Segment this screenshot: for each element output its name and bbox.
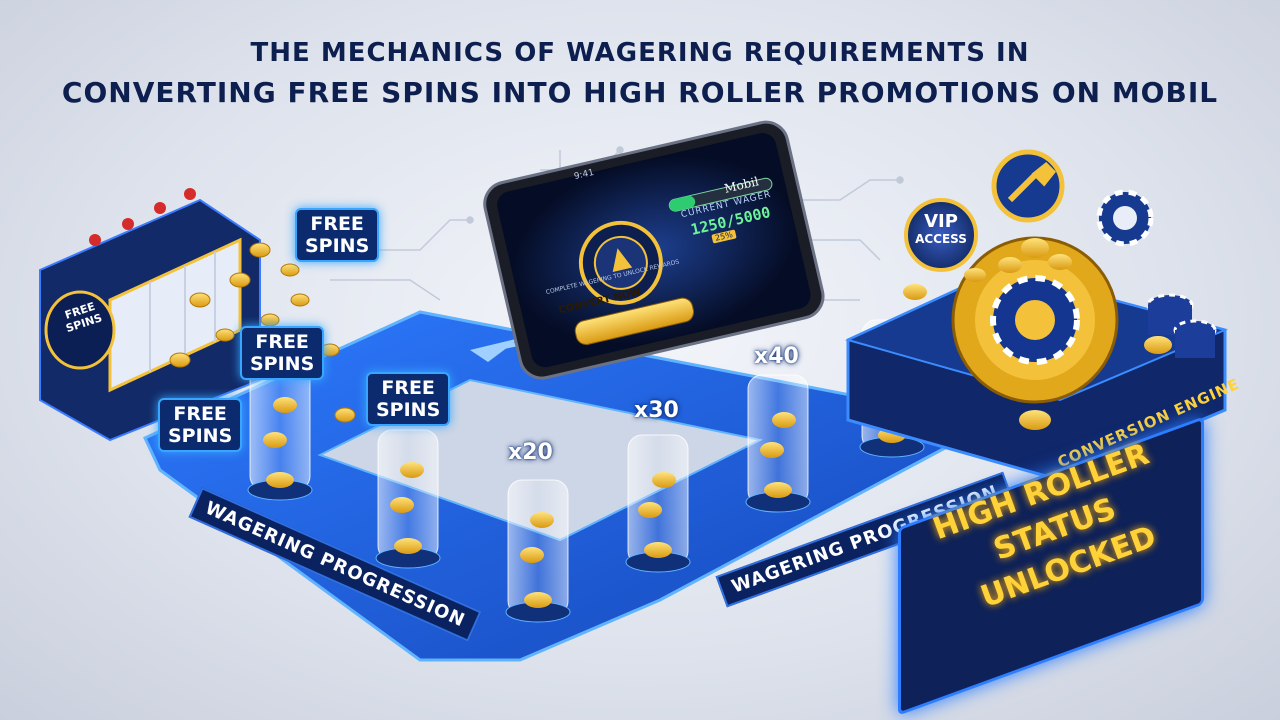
multiplier-x30: x30	[634, 398, 679, 423]
coin-tube-2	[375, 429, 441, 569]
free-spins-badge-4: FREE SPINS	[158, 398, 243, 452]
smartphone	[483, 120, 825, 380]
free-spins-badge-3: FREE SPINS	[366, 372, 451, 426]
free-spins-badge-4-line-1: FREE	[173, 403, 227, 425]
free-spins-badge-3-line-1: FREE	[381, 377, 435, 399]
coin-tube-4	[625, 434, 691, 573]
vip-badge-line-1: VIP	[924, 211, 958, 232]
vip-access-badge: VIP ACCESS	[904, 198, 978, 272]
free-spins-badge-1-line-2: SPINS	[305, 235, 370, 257]
free-spins-badge-3-line-2: SPINS	[376, 399, 441, 421]
conversion-engine	[845, 149, 1229, 482]
free-spins-badge-1: FREE SPINS	[295, 208, 380, 262]
multiplier-x20: x20	[508, 440, 553, 465]
page-title-line-1: THE MECHANICS OF WAGERING REQUIREMENTS I…	[250, 38, 1030, 68]
coin-tube-1	[247, 359, 313, 501]
vip-badge-line-2: ACCESS	[915, 232, 967, 246]
free-spins-badge-1-line-1: FREE	[310, 213, 364, 235]
free-spins-badge-2-line-2: SPINS	[250, 353, 315, 375]
coin-tube-5	[745, 374, 811, 513]
page-title-line-2: CONVERTING FREE SPINS INTO HIGH ROLLER P…	[61, 76, 1219, 109]
wager-progress-fill	[669, 195, 696, 212]
free-spins-badge-4-line-2: SPINS	[168, 425, 233, 447]
multiplier-x40: x40	[754, 344, 799, 369]
coins-scattered	[169, 242, 356, 423]
free-spins-badge-2: FREE SPINS	[240, 326, 325, 380]
free-spins-badge-2-line-1: FREE	[255, 331, 309, 353]
coin-tube-3	[505, 479, 571, 623]
